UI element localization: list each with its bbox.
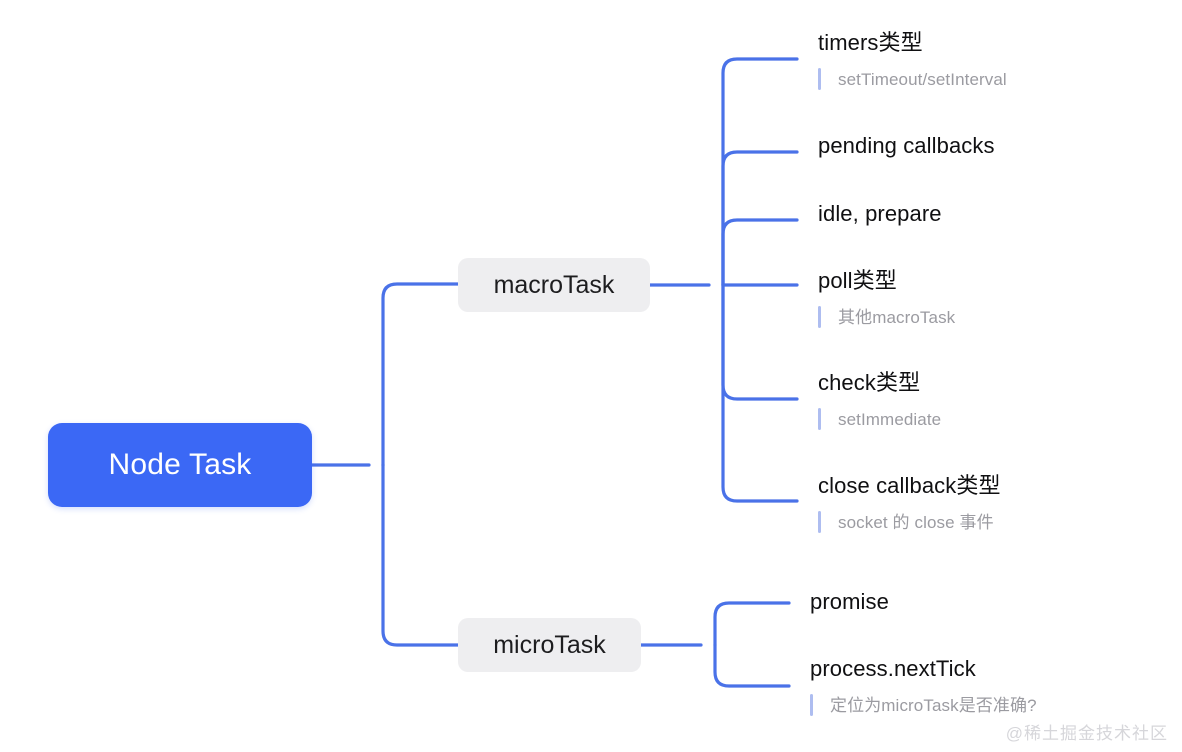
root-node-label: Node Task [108,448,252,481]
note-bar-icon [810,694,813,716]
branch-node-macrotask-label: macroTask [493,270,615,299]
edge-root-to-microtask [381,463,460,647]
edge-macrotask-child-5 [721,283,799,401]
leaf-title: idle, prepare [818,201,942,226]
leaf-title: pending callbacks [818,133,995,158]
leaf-node-check[interactable]: check类型 setImmediate [818,372,941,430]
leaf-node-process-nexttick[interactable]: process.nextTick 定位为microTask是否准确? [810,658,1037,716]
edge-macrotask-child-3 [721,218,799,287]
leaf-node-idle-prepare[interactable]: idle, prepare [818,203,942,225]
leaf-note: setTimeout/setInterval [818,68,1007,90]
leaf-node-poll[interactable]: poll类型 其他macroTask [818,270,955,328]
leaf-title: poll类型 [818,268,897,293]
leaf-note-text: setTimeout/setInterval [838,69,1007,89]
leaf-node-close-callback[interactable]: close callback类型 socket 的 close 事件 [818,475,1001,533]
leaf-node-pending-callbacks[interactable]: pending callbacks [818,135,995,157]
watermark: @稀土掘金技术社区 [1005,724,1168,743]
leaf-node-promise[interactable]: promise [810,591,889,613]
branch-node-macrotask[interactable]: macroTask [458,258,650,312]
edge-macrotask-child-2 [721,150,799,287]
edge-microtask-child-2 [713,643,791,688]
leaf-note: socket 的 close 事件 [818,511,1001,533]
note-bar-icon [818,511,821,533]
leaf-title: check类型 [818,370,921,395]
note-bar-icon [818,306,821,328]
leaf-note-text: 其他macroTask [838,307,956,327]
edge-macrotask-child-6 [721,283,799,503]
leaf-node-timers[interactable]: timers类型 setTimeout/setInterval [818,32,1007,90]
leaf-note: 定位为microTask是否准确? [810,694,1037,716]
edge-macrotask-child-1 [721,57,799,287]
note-bar-icon [818,408,821,430]
leaf-title: promise [810,589,889,614]
leaf-note-text: 定位为microTask是否准确? [830,695,1037,715]
leaf-title: close callback类型 [818,473,1001,498]
leaf-note: setImmediate [818,408,941,430]
note-bar-icon [818,68,821,90]
edge-microtask-child-1 [713,601,791,647]
edge-root-to-macrotask [381,282,460,467]
root-node[interactable]: Node Task [48,423,312,507]
leaf-note-text: setImmediate [838,409,942,429]
leaf-title: timers类型 [818,30,923,55]
branch-node-microtask-label: microTask [493,630,606,659]
leaf-title: process.nextTick [810,656,976,681]
leaf-note: 其他macroTask [818,306,955,328]
leaf-note-text: socket 的 close 事件 [838,512,994,532]
branch-node-microtask[interactable]: microTask [458,618,641,672]
